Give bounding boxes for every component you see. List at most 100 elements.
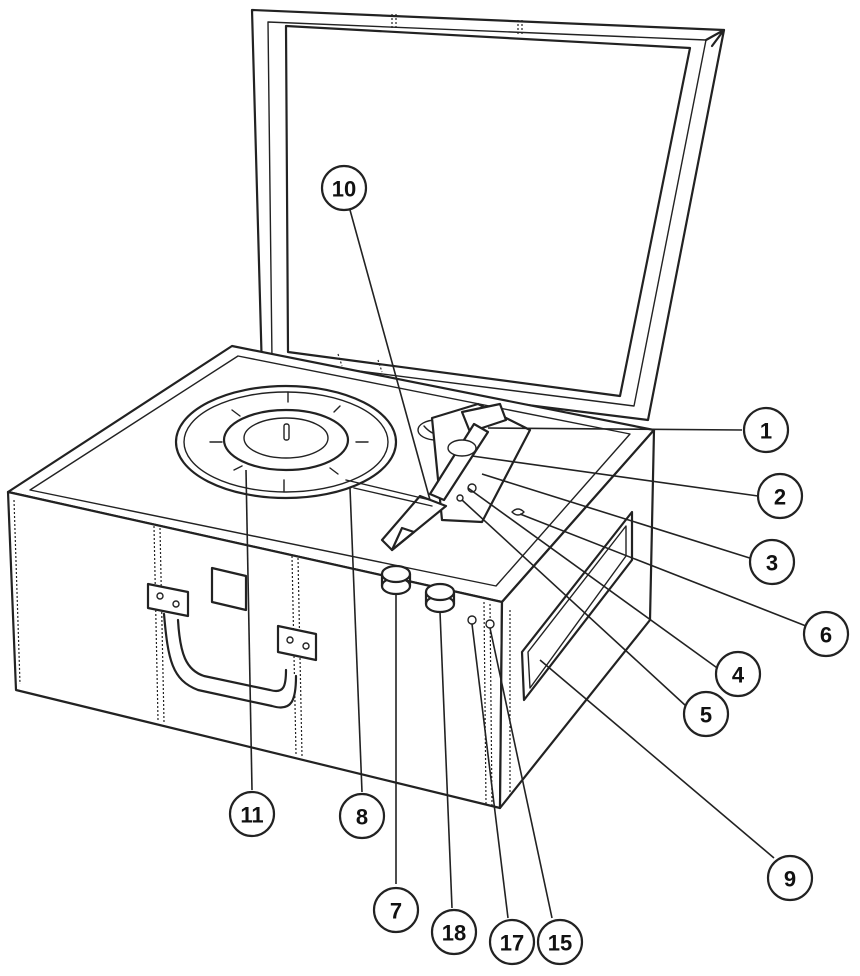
callout-circle bbox=[742, 406, 790, 454]
callout-5: 5 bbox=[682, 690, 730, 738]
platter-mark bbox=[231, 409, 241, 417]
callout-circle bbox=[714, 650, 762, 698]
tonearm-assembly bbox=[345, 402, 532, 552]
platter-label bbox=[243, 417, 329, 459]
headphone-jack[interactable] bbox=[467, 615, 477, 625]
leader-17 bbox=[471, 623, 509, 919]
case-stitch bbox=[291, 555, 297, 755]
leader-6 bbox=[519, 513, 807, 627]
platter bbox=[174, 384, 398, 500]
leader-15 bbox=[489, 627, 553, 919]
leader-2 bbox=[471, 455, 759, 497]
callout-18: 18 bbox=[430, 908, 478, 956]
lid-inner-rim bbox=[267, 21, 707, 407]
callout-label: 4 bbox=[732, 663, 745, 688]
callout-1: 1 bbox=[742, 406, 790, 454]
callout-label: 9 bbox=[784, 867, 796, 892]
callout-4: 4 bbox=[714, 650, 762, 698]
callout-9: 9 bbox=[766, 854, 814, 902]
callout-circle bbox=[430, 908, 478, 956]
platter-mark bbox=[329, 467, 339, 475]
rivet bbox=[286, 636, 294, 644]
volume-knob[interactable] bbox=[380, 564, 412, 596]
auto-stop-switch bbox=[456, 494, 464, 502]
callout-circle bbox=[338, 792, 386, 840]
case-stitch bbox=[489, 603, 493, 807]
callout-circle bbox=[748, 538, 796, 586]
handle-grip-inner bbox=[176, 618, 288, 693]
callout-label: 18 bbox=[442, 921, 466, 946]
platter-mark bbox=[233, 465, 243, 471]
case-top-inner-edge bbox=[29, 355, 631, 587]
callout-circle bbox=[320, 164, 368, 212]
callout-label: 5 bbox=[700, 703, 712, 728]
leader-11 bbox=[245, 469, 253, 791]
callout-label: 8 bbox=[356, 805, 368, 830]
lid bbox=[250, 8, 726, 422]
callout-3: 3 bbox=[748, 538, 796, 586]
callout-circle bbox=[488, 918, 536, 966]
tonearm-pivot bbox=[447, 439, 477, 457]
handle-grip bbox=[162, 612, 298, 709]
leader-10 bbox=[349, 209, 431, 501]
case-stitch bbox=[159, 527, 165, 723]
callout-label: 7 bbox=[390, 899, 402, 924]
leader-4 bbox=[467, 487, 721, 671]
rivet bbox=[156, 592, 164, 600]
carry-handle bbox=[146, 582, 318, 709]
case-stitch bbox=[483, 601, 487, 805]
callout-2: 2 bbox=[756, 472, 804, 520]
case-stitch bbox=[297, 557, 303, 757]
platter-rim bbox=[183, 391, 389, 493]
callout-label: 6 bbox=[820, 623, 832, 648]
lid-outer-frame bbox=[250, 8, 726, 422]
callout-circle bbox=[756, 472, 804, 520]
platter-mark bbox=[333, 405, 341, 413]
arm-clip-line bbox=[353, 487, 433, 507]
leader-3 bbox=[481, 473, 757, 561]
callout-label: 15 bbox=[548, 931, 572, 956]
handle-bracket-left bbox=[146, 582, 190, 618]
leader-9 bbox=[539, 659, 775, 859]
callout-circle bbox=[766, 854, 814, 902]
callout-label: 17 bbox=[500, 931, 524, 956]
rivet bbox=[302, 642, 310, 650]
arm-clip-line bbox=[345, 479, 431, 501]
front-controls bbox=[380, 564, 495, 629]
callout-label: 11 bbox=[240, 803, 263, 828]
headshell-tip bbox=[390, 526, 416, 552]
aux-jack[interactable] bbox=[485, 619, 495, 629]
callout-8: 8 bbox=[338, 792, 386, 840]
callout-15: 15 bbox=[536, 918, 584, 966]
callout-11: 11 bbox=[228, 790, 276, 838]
case-stitch bbox=[153, 525, 159, 721]
callout-label: 10 bbox=[332, 177, 356, 202]
latch-tab bbox=[210, 566, 248, 612]
callout-10: 10 bbox=[320, 164, 368, 212]
callout-circle bbox=[228, 790, 276, 838]
knob-top bbox=[424, 582, 456, 602]
callout-circle bbox=[536, 918, 584, 966]
callout-7: 7 bbox=[372, 886, 420, 934]
leader-8 bbox=[349, 487, 363, 793]
platter-outer bbox=[174, 384, 398, 500]
leader-lines bbox=[245, 209, 807, 919]
rivet bbox=[172, 600, 180, 608]
callout-label: 3 bbox=[766, 551, 778, 576]
handle-bracket-right bbox=[276, 624, 318, 662]
leader-5 bbox=[461, 499, 687, 707]
callout-6: 6 bbox=[802, 610, 850, 658]
knob-top bbox=[380, 564, 412, 584]
speed-knob[interactable] bbox=[424, 582, 456, 614]
callout-circle bbox=[682, 690, 730, 738]
callout-circle bbox=[372, 886, 420, 934]
leader-1 bbox=[487, 427, 743, 431]
spindle bbox=[283, 423, 290, 441]
callout-17: 17 bbox=[488, 918, 536, 966]
case-stitch bbox=[13, 499, 21, 685]
lid-corner-fold bbox=[704, 28, 726, 48]
leader-18 bbox=[439, 611, 453, 909]
callout-circle bbox=[802, 610, 850, 658]
power-indicator bbox=[511, 508, 525, 516]
